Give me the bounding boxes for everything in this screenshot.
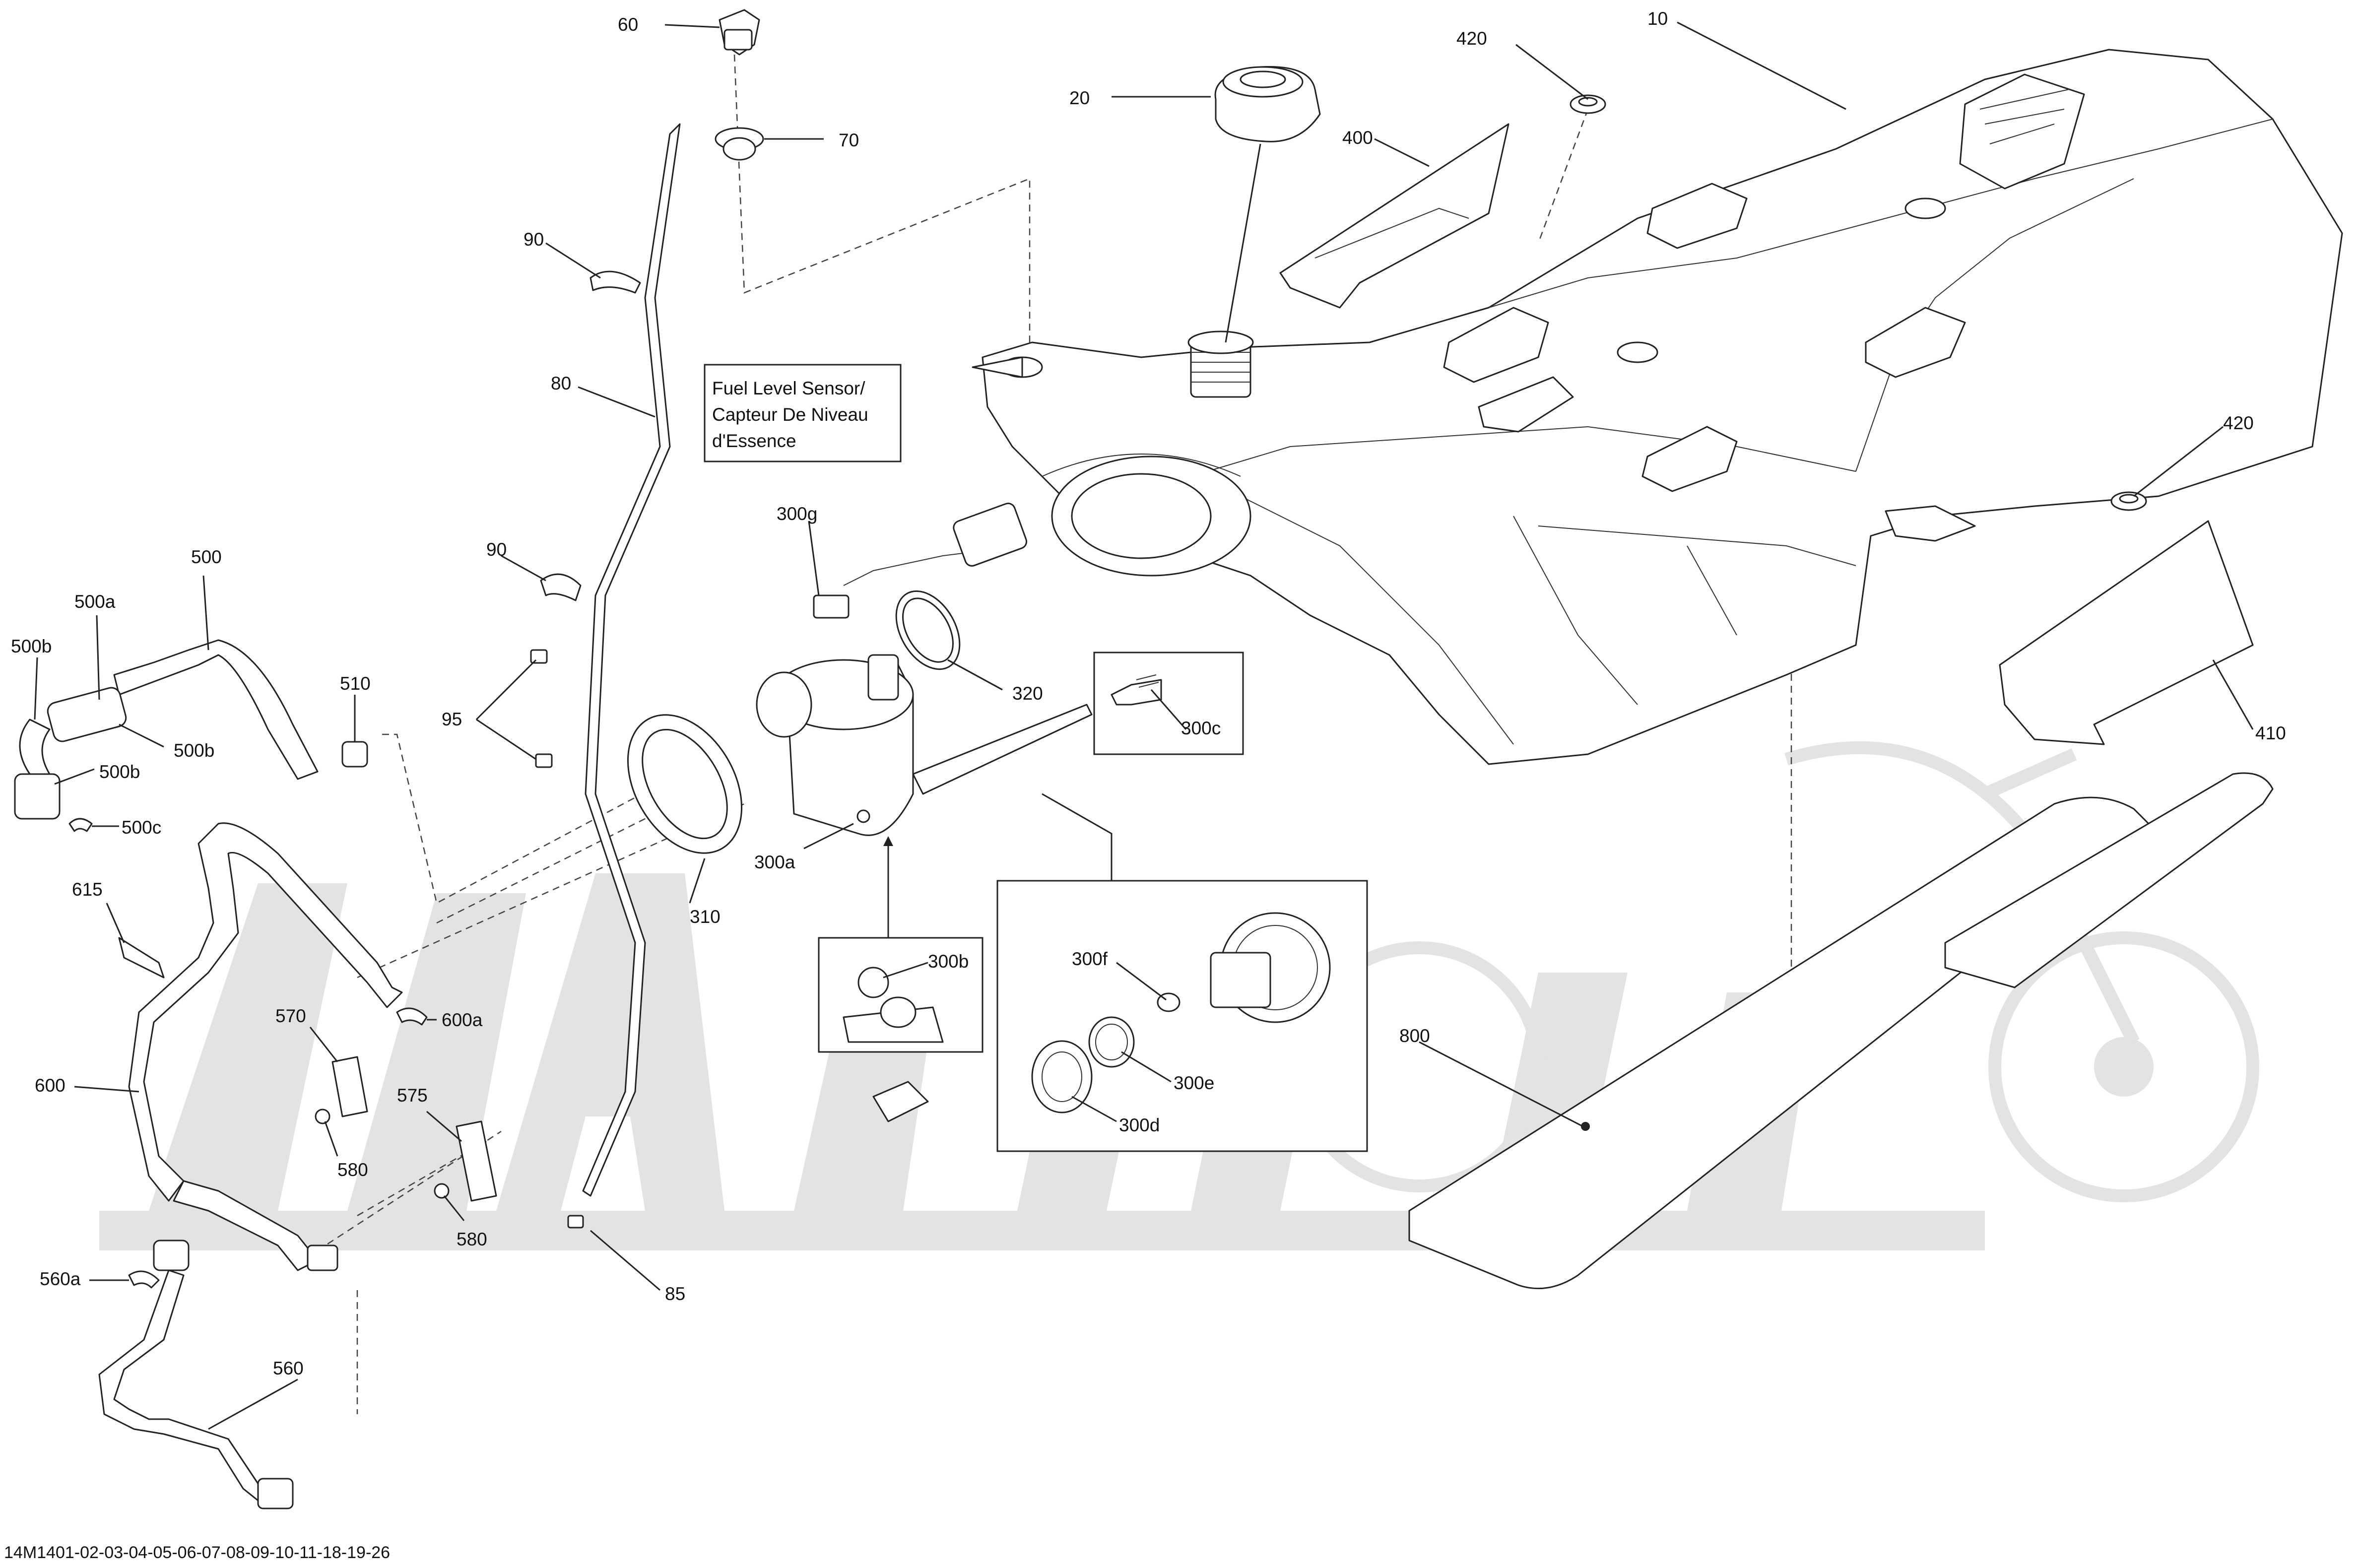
bracket-410 bbox=[1999, 520, 2254, 745]
callout-500: 500 bbox=[191, 547, 222, 567]
clip-85 bbox=[567, 1215, 584, 1229]
callout-70: 70 bbox=[839, 130, 859, 150]
callout-575: 575 bbox=[397, 1085, 428, 1106]
detail-box-300b bbox=[818, 937, 984, 1053]
bracket-400 bbox=[1279, 123, 1509, 309]
leader-lines bbox=[34, 21, 2254, 1430]
grommet-70 bbox=[715, 127, 764, 161]
grommet-420-right bbox=[2110, 491, 2147, 511]
callout-500b-right: 500b bbox=[174, 740, 214, 761]
clip-95 bbox=[530, 649, 553, 768]
callout-90-upper: 90 bbox=[524, 229, 544, 250]
callout-310: 310 bbox=[690, 907, 721, 927]
callout-60: 60 bbox=[618, 14, 638, 35]
callout-400: 400 bbox=[1342, 128, 1373, 148]
fuel-level-sensor-callout-box: Fuel Level Sensor/ Capteur De Niveau d'E… bbox=[704, 364, 902, 462]
callout-85: 85 bbox=[665, 1284, 685, 1304]
vent-fitting-60 bbox=[719, 9, 760, 56]
callout-20: 20 bbox=[1069, 88, 1090, 108]
callout-95: 95 bbox=[442, 709, 462, 729]
clip-90-lower bbox=[540, 573, 582, 601]
callout-570: 570 bbox=[275, 1006, 306, 1026]
callout-90-lower: 90 bbox=[486, 539, 507, 560]
fuel-cap bbox=[1214, 66, 1321, 142]
callout-300d: 300d bbox=[1119, 1115, 1160, 1135]
clip-600a bbox=[396, 1007, 428, 1026]
callout-300e: 300e bbox=[1174, 1073, 1214, 1093]
document-id: 14M1401-02-03-04-05-06-07-08-09-10-11-18… bbox=[4, 1543, 390, 1562]
detail-box-300def bbox=[996, 880, 1368, 1152]
callout-500c: 500c bbox=[122, 817, 161, 838]
callout-300a: 300a bbox=[754, 852, 795, 872]
clip-560a bbox=[128, 1270, 160, 1289]
callout-300g: 300g bbox=[777, 504, 817, 524]
pad-800 bbox=[1408, 772, 2274, 1290]
callout-box-line-1: Fuel Level Sensor/ bbox=[712, 378, 865, 398]
callout-560: 560 bbox=[273, 1358, 304, 1378]
callout-600a: 600a bbox=[442, 1010, 483, 1030]
detail-box-300c bbox=[1093, 652, 1244, 755]
callout-80: 80 bbox=[551, 373, 571, 393]
clip-90-upper bbox=[590, 270, 641, 294]
bracket-575 bbox=[434, 1120, 497, 1202]
hose-560 bbox=[98, 1240, 294, 1509]
callout-labels: 10 20 60 70 80 85 90 90 95 300a 300b 300… bbox=[11, 8, 2286, 1378]
callout-410: 410 bbox=[2255, 723, 2286, 743]
fuel-level-sensor-300g bbox=[813, 503, 1028, 619]
callout-320: 320 bbox=[1012, 683, 1043, 704]
callout-420-right: 420 bbox=[2223, 413, 2254, 433]
grommet-420-top bbox=[1570, 94, 1606, 114]
callout-580-left: 580 bbox=[337, 1160, 368, 1180]
callout-300c: 300c bbox=[1181, 718, 1221, 738]
clip-510 bbox=[341, 741, 368, 768]
callout-510: 510 bbox=[340, 673, 371, 694]
callout-300b: 300b bbox=[928, 951, 969, 972]
clip-615 bbox=[118, 937, 165, 979]
callout-300f: 300f bbox=[1072, 949, 1108, 969]
hose-600 bbox=[128, 822, 403, 1271]
fuel-pump-300a bbox=[756, 654, 1093, 836]
callout-615: 615 bbox=[72, 879, 103, 900]
callout-800: 800 bbox=[1399, 1026, 1430, 1046]
seal-320 bbox=[895, 590, 961, 670]
bracket-570 bbox=[315, 1056, 368, 1124]
hose-500 bbox=[14, 639, 319, 820]
lock-ring-310 bbox=[627, 714, 743, 854]
callout-500a: 500a bbox=[74, 591, 116, 612]
callout-420-top: 420 bbox=[1456, 28, 1487, 49]
callout-560a: 560a bbox=[40, 1269, 81, 1289]
clip-500c bbox=[68, 818, 93, 832]
pump-detail-leaders bbox=[883, 793, 1113, 938]
callout-500b-lower: 500b bbox=[99, 762, 140, 782]
callout-10: 10 bbox=[1647, 8, 1668, 29]
callout-box-line-3: d'Essence bbox=[712, 431, 796, 451]
vent-hose-80 bbox=[582, 123, 681, 1197]
callout-500b-top: 500b bbox=[11, 636, 52, 656]
callout-600: 600 bbox=[35, 1075, 66, 1096]
filter-element bbox=[872, 1081, 929, 1122]
callout-box-line-2: Capteur De Niveau bbox=[712, 404, 868, 425]
fuel-tank bbox=[972, 49, 2343, 765]
callout-580-right: 580 bbox=[457, 1229, 487, 1249]
